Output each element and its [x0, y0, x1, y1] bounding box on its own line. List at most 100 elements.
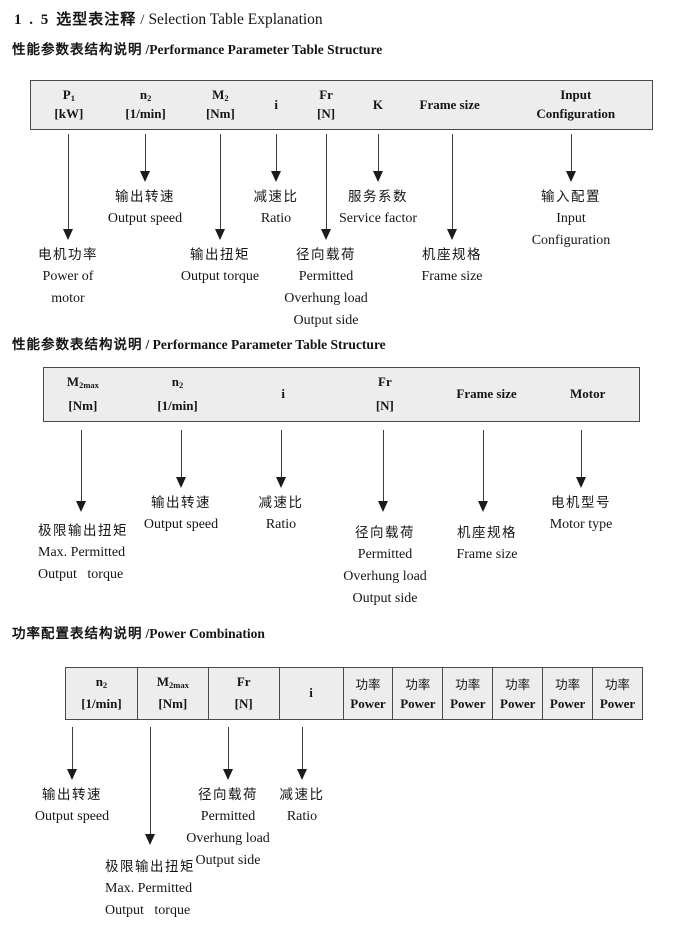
arrow-line-i [276, 134, 277, 172]
down-arrow-icon-m2max [76, 501, 86, 512]
arrow-line-fr [326, 134, 327, 230]
down-arrow-icon-frame-2 [478, 501, 488, 512]
table1-col-n2-unit: [1/min] [125, 106, 166, 121]
arrow-line-p1 [68, 134, 69, 230]
section2-heading-zh: 性能参数表结构说明 [12, 337, 143, 353]
table1-col-input-line1: Input [560, 87, 592, 102]
down-arrow-icon-fr [321, 229, 331, 240]
down-arrow-icon-n2-2 [176, 477, 186, 488]
down-arrow-icon-k [373, 171, 383, 182]
page-title: 1 . 5 选型表注释/Selection Table Explanation [14, 8, 323, 29]
section3-heading-zh: 功率配置表结构说明 [12, 626, 143, 642]
table3-col-power-5: 功率 Power [542, 668, 592, 719]
down-arrow-icon-fr-3 [223, 769, 233, 780]
callout2-motor-type: 电机型号 Motor type [549, 495, 613, 532]
callout2-max-output-torque: 极限输出扭矩 Max. Permitted Output torque [38, 523, 128, 582]
table3-col-power-6: 功率 Power [592, 668, 642, 719]
callout3-max-output-torque: 极限输出扭矩 Max. Permitted Output torque [105, 859, 195, 918]
table2-col-n2-unit: [1/min] [157, 398, 198, 413]
table1-col-k: K [356, 81, 400, 129]
table1-col-m2-symbol: M2 [212, 87, 229, 103]
down-arrow-icon-fr-2 [378, 501, 388, 512]
callout3-ratio: 减速比 Ratio [279, 787, 325, 824]
table1-col-i: i [256, 81, 296, 129]
table1-col-p1-symbol: P1 [62, 87, 75, 103]
table1-col-n2-symbol: n2 [139, 87, 152, 103]
table1-col-input-line2: Configuration [536, 106, 616, 121]
table2-col-fr-unit: [N] [375, 398, 394, 413]
callout-service-factor: 服务系数 Service factor [338, 189, 418, 226]
table2-col-motor-label: Motor [570, 386, 606, 401]
table2-col-motor: Motor [536, 368, 639, 421]
table3-col-power-1: 功率 Power [342, 668, 393, 719]
callout-output-speed: 输出转速 Output speed [107, 189, 183, 226]
arrow-line-input [571, 134, 572, 172]
page-title-zh: 选型表注释 [56, 10, 137, 28]
section2-heading-en: / Performance Parameter Table Structure [145, 337, 386, 352]
table2-col-frame-size-label: Frame size [456, 386, 517, 401]
table3-col-power-3: 功率 Power [442, 668, 492, 719]
arrow-line-n2-3 [72, 727, 73, 770]
table3-col-fr: Fr [N] [207, 668, 279, 719]
table2-col-i: i [233, 368, 333, 421]
down-arrow-icon-i-2 [276, 477, 286, 488]
table3-power-combination: n2 [1/min] M2max [Nm] Fr [N] i 功率 Power … [65, 667, 643, 720]
table3-col-n2: n2 [1/min] [66, 668, 137, 719]
down-arrow-icon-frame [447, 229, 457, 240]
page-title-en: Selection Table Explanation [148, 11, 323, 28]
section2-heading: 性能参数表结构说明/ Performance Parameter Table S… [12, 333, 386, 353]
callout3-output-speed: 输出转速 Output speed [34, 787, 110, 824]
table1-col-i-symbol: i [274, 96, 279, 112]
callout-ratio: 减速比 Ratio [253, 189, 299, 226]
callout2-overhung-load: 径向载荷 Permitted Overhung load Output side [343, 525, 427, 606]
down-arrow-icon-m2max-3 [145, 834, 155, 845]
down-arrow-icon-i [271, 171, 281, 182]
table1-col-fr: Fr [N] [296, 81, 356, 129]
arrow-line-frame [452, 134, 453, 230]
down-arrow-icon-m2 [215, 229, 225, 240]
page-title-number: 1 . 5 [14, 12, 51, 28]
table1-col-m2: M2 [Nm] [185, 81, 257, 129]
callout2-ratio: 减速比 Ratio [258, 495, 304, 532]
section3-heading-en: /Power Combination [145, 626, 265, 641]
table3-col-power-4: 功率 Power [492, 668, 542, 719]
table1-col-frame-size: Frame size [400, 81, 500, 129]
callout2-frame-size: 机座规格 Frame size [456, 525, 518, 562]
table2-col-i-symbol: i [281, 386, 285, 401]
table1-col-fr-symbol: Fr [319, 87, 333, 102]
arrow-line-fr-3 [228, 727, 229, 770]
table3-col-fr-symbol: Fr [236, 674, 251, 689]
table1-col-frame-size-label: Frame size [419, 96, 480, 112]
table1-col-input-configuration: Input Configuration [499, 81, 652, 129]
table1-col-p1: P1 [kW] [31, 81, 107, 129]
table2-performance-parameter: M2max [Nm] n2 [1/min] i Fr [N] Frame siz… [43, 367, 640, 422]
down-arrow-icon-n2-3 [67, 769, 77, 780]
arrow-line-i-3 [302, 727, 303, 770]
arrow-line-n2 [145, 134, 146, 172]
table2-col-m2max-symbol: M2max [66, 374, 99, 390]
down-arrow-icon-p1 [63, 229, 73, 240]
arrow-line-frame-2 [483, 430, 484, 502]
arrow-line-m2max [81, 430, 82, 502]
section1-heading: 性能参数表结构说明/Performance Parameter Table St… [12, 38, 382, 58]
section1-heading-zh: 性能参数表结构说明 [12, 42, 143, 58]
table3-col-n2-symbol: n2 [95, 674, 108, 690]
table2-col-fr: Fr [N] [333, 368, 437, 421]
table2-col-n2-symbol: n2 [171, 374, 184, 390]
page-title-separator: / [140, 12, 145, 28]
down-arrow-icon-input [566, 171, 576, 182]
arrow-line-n2-2 [181, 430, 182, 478]
table2-col-frame-size: Frame size [437, 368, 537, 421]
table2-col-n2: n2 [1/min] [122, 368, 234, 421]
table1-col-m2-unit: [Nm] [205, 106, 235, 121]
down-arrow-icon-i-3 [297, 769, 307, 780]
table2-col-m2max: M2max [Nm] [44, 368, 122, 421]
arrow-line-m2 [220, 134, 221, 230]
callout-input-configuration: 输入配置 Input Configuration [531, 189, 611, 248]
callout-power-of-motor: 电机功率 Power of motor [38, 247, 98, 306]
table3-col-i-symbol: i [309, 685, 313, 700]
callout-output-torque: 输出扭矩 Output torque [180, 247, 260, 284]
table2-col-fr-symbol: Fr [378, 374, 392, 389]
arrow-line-i-2 [281, 430, 282, 478]
table1-col-n2: n2 [1/min] [107, 81, 185, 129]
